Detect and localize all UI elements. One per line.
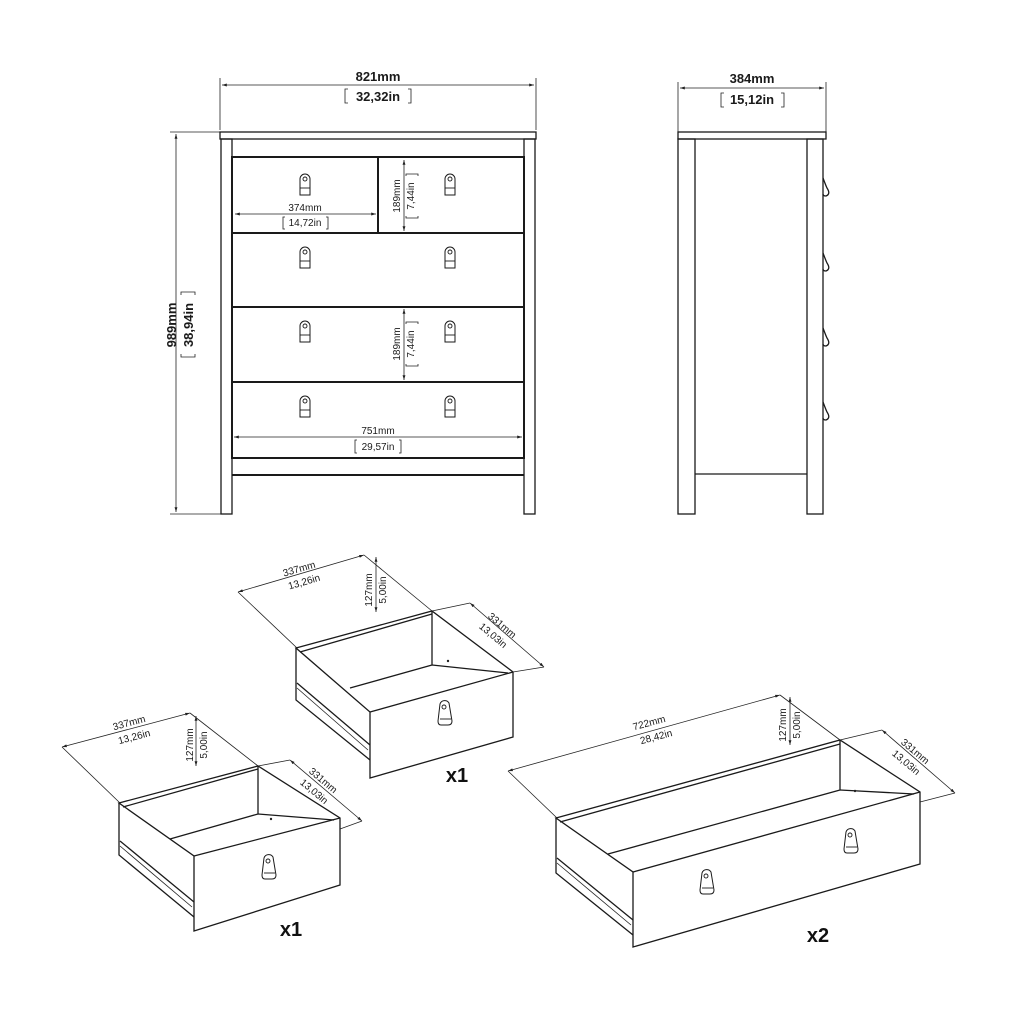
handle-icon [437, 700, 453, 726]
drawer1-height-in: 5,00in [378, 576, 389, 603]
handle-icon [261, 854, 277, 880]
handle-icon [822, 252, 830, 272]
mid-drawer-height-in: 7,44in [406, 330, 417, 357]
drawer-large: 722mm 28,42in 127mm 5,00in 331mm 13,03in… [507, 694, 956, 948]
drawer-small-left: 337mm 13,26in 127mm 5,00in 331mm 13,03in… [61, 712, 363, 941]
handle-icon [444, 395, 456, 418]
top-drawer-height-mm: 189mm [392, 179, 403, 212]
handle-icon [299, 173, 311, 196]
front-width-mm: 821mm [356, 69, 401, 84]
front-height-mm: 989mm [164, 303, 179, 348]
top-drawer-height-in: 7,44in [406, 182, 417, 209]
drawer3-width-in: 28,42in [639, 728, 674, 747]
handle-icon [699, 869, 715, 895]
front-width-in: 32,32in [356, 89, 400, 104]
handle-icon [822, 177, 830, 197]
front-view: 821mm 32,32in 989mm 38,94in [164, 69, 537, 515]
drawer-small-top: 337mm 13,26in 127mm 5,00in 331mm 13,03in… [237, 554, 545, 787]
front-height-in: 38,94in [181, 303, 196, 347]
drawer1-quantity: x1 [446, 765, 468, 787]
mid-drawer-height-mm: 189mm [392, 327, 403, 360]
handle-icon [822, 327, 830, 347]
drawer3-height-in: 5,00in [792, 711, 803, 738]
handle-icon [299, 246, 311, 269]
drawer1-height-mm: 127mm [364, 573, 375, 606]
handle-icon [822, 401, 830, 421]
small-drawer-width-mm: 374mm [288, 203, 321, 214]
inner-width-mm: 751mm [361, 426, 394, 437]
handle-icon [444, 246, 456, 269]
drawer2-height-in: 5,00in [199, 731, 210, 758]
drawer2-height-mm: 127mm [185, 728, 196, 761]
drawer3-quantity: x2 [807, 925, 829, 947]
handle-icon [444, 320, 456, 343]
drawer2-quantity: x1 [280, 919, 302, 941]
drawer3-height-mm: 127mm [778, 708, 789, 741]
handle-icon [299, 395, 311, 418]
side-view: 384mm 15,12in [677, 71, 830, 515]
side-depth-mm: 384mm [730, 71, 775, 86]
handle-icon [299, 320, 311, 343]
handle-icon [843, 828, 859, 854]
handle-icon [444, 173, 456, 196]
side-depth-in: 15,12in [730, 92, 774, 107]
inner-width-in: 29,57in [362, 442, 395, 453]
small-drawer-width-in: 14,72in [289, 218, 322, 229]
